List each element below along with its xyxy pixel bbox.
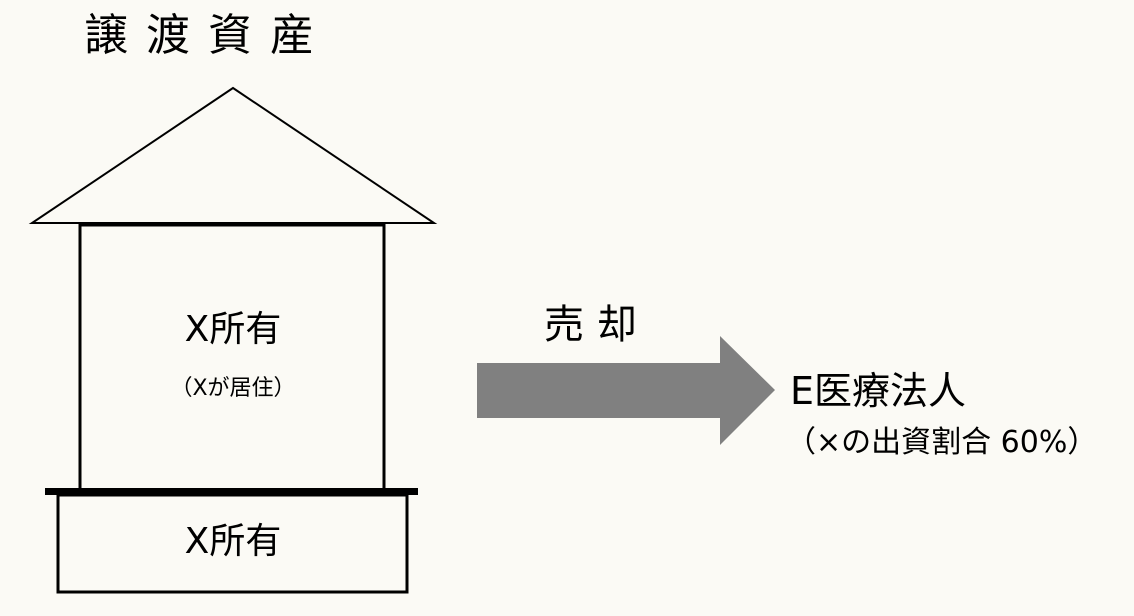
buyer-share-note: （×の出資割合 60%） bbox=[786, 425, 1098, 460]
upper-resident-note: （Xが居住） bbox=[170, 376, 296, 401]
upper-floor-box bbox=[78, 223, 386, 492]
lower-floor-box bbox=[56, 493, 409, 594]
sale-label: 売 却 bbox=[544, 302, 637, 348]
upper-owner-label: X所有 bbox=[184, 309, 282, 350]
roof-shape bbox=[28, 86, 438, 224]
diagram-title: 譲 渡 資 産 bbox=[84, 10, 316, 61]
lower-owner-label: X所有 bbox=[184, 521, 282, 562]
buyer-name: E医療法人 bbox=[790, 369, 967, 413]
floor-divider-line bbox=[45, 488, 418, 495]
sale-arrow bbox=[477, 336, 775, 445]
